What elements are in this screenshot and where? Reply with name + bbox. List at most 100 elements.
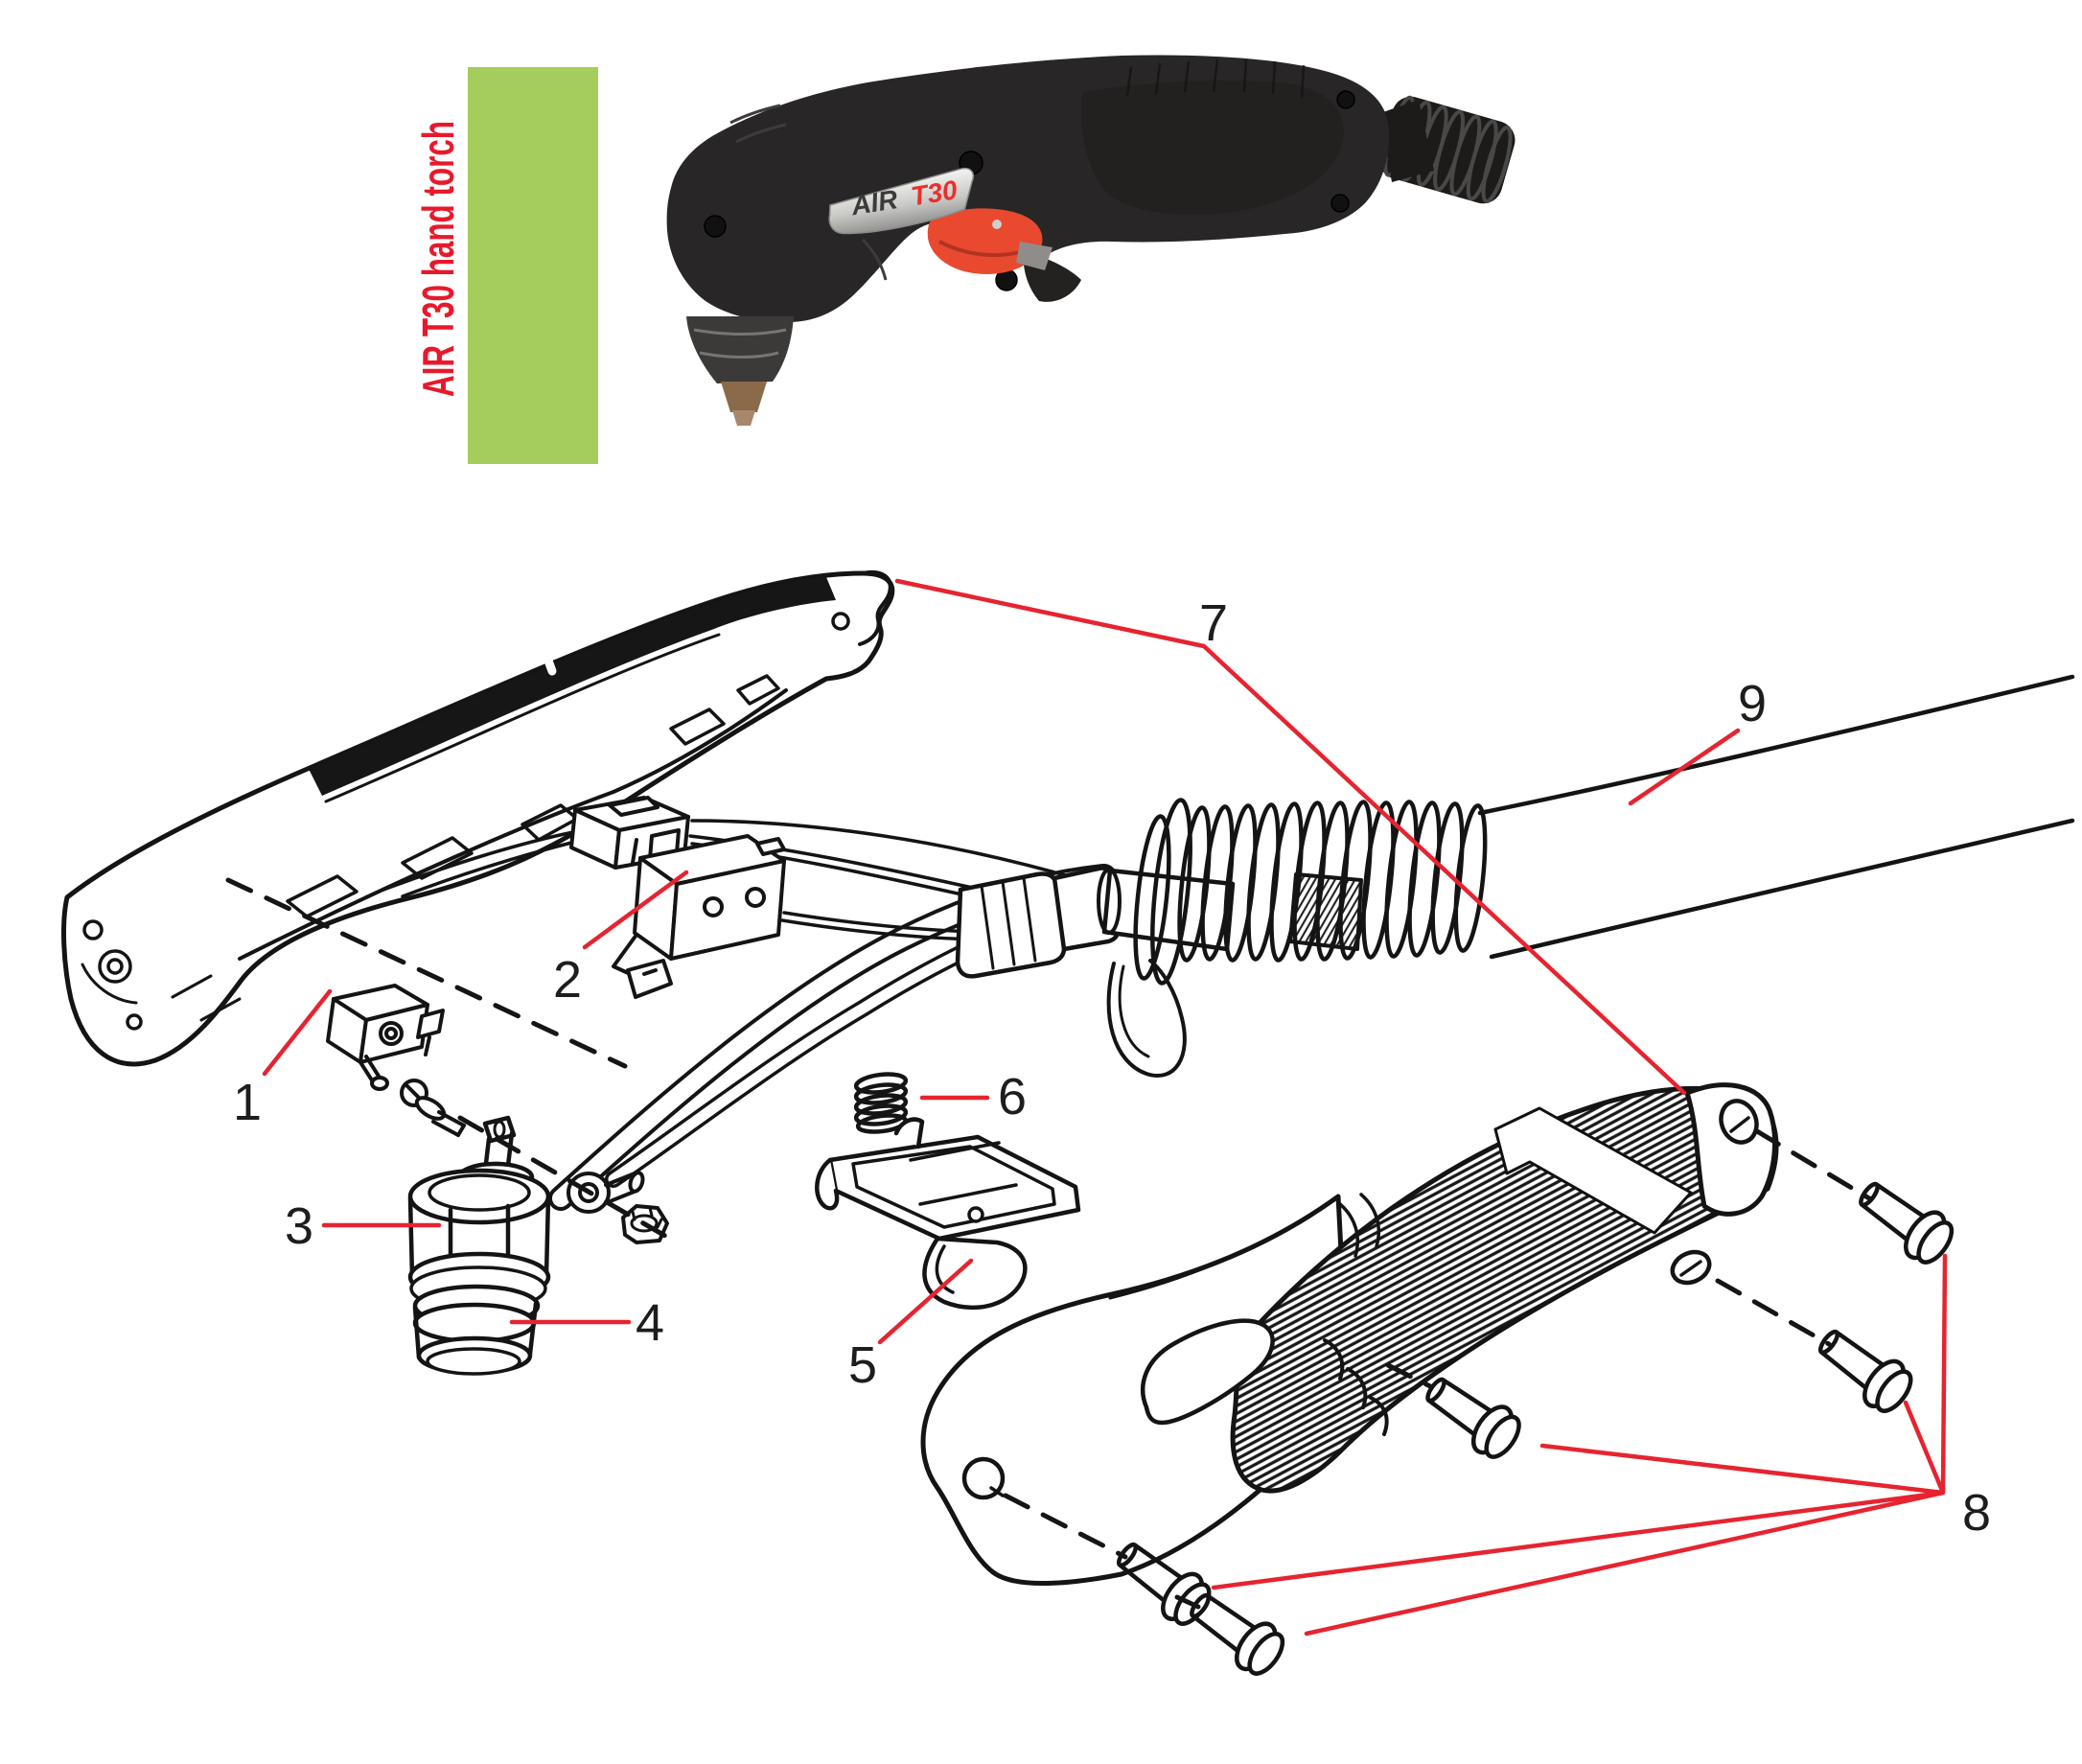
torch-trigger — [927, 208, 1043, 274]
callout-2-label: 2 — [553, 951, 582, 1009]
connector-divider — [631, 838, 638, 865]
trigger-hole — [967, 1206, 984, 1223]
cap-shine — [693, 328, 787, 359]
groove — [1323, 1338, 1345, 1381]
screw-icon — [1336, 90, 1355, 109]
spring-coil — [853, 1093, 909, 1116]
part1-contact-tip — [370, 1076, 389, 1091]
page-title: AIR T30 hand torch — [413, 121, 463, 397]
trigger-slot — [1141, 1318, 1275, 1426]
trigger-metal-insert — [1016, 242, 1053, 270]
screw-head-face — [1484, 1414, 1521, 1459]
leader-2 — [582, 870, 689, 950]
cartridge-body — [412, 1301, 539, 1360]
exploded-diagram: 1 2 3 4 5 6 7 8 9 — [61, 570, 2075, 1676]
wire-loop — [1106, 959, 1187, 1078]
valve-cartridge-part4 — [412, 1284, 541, 1376]
callout-9-label: 9 — [1738, 675, 1767, 732]
upper-shell-half — [61, 570, 895, 1067]
screw-axis-dashed — [1174, 1594, 1201, 1610]
screw-boss — [98, 949, 132, 984]
shell-inner-edge — [324, 633, 721, 803]
spring-flare-ring — [1133, 814, 1171, 981]
spring-ring — [1223, 803, 1258, 963]
cable-boot — [955, 871, 1067, 979]
strip-notch — [532, 624, 557, 676]
screw-8b — [1817, 1329, 1913, 1413]
screw-head-face — [1247, 1632, 1285, 1676]
part1-flange — [416, 1009, 445, 1039]
photo-screws — [704, 90, 1355, 291]
boot-ribs — [980, 876, 1037, 970]
screw-boss — [126, 1013, 143, 1031]
part2-bracket-slot — [642, 968, 658, 976]
leader-7 — [894, 578, 1687, 1096]
shell-nose-hole — [831, 612, 850, 631]
connector-latch — [608, 796, 659, 817]
callout-5-label: 5 — [848, 1336, 877, 1394]
leader-lines — [262, 578, 1948, 1636]
trigger-part5 — [815, 1117, 1081, 1311]
part1-hole-inner — [384, 1027, 398, 1040]
ring-barrel — [604, 1172, 638, 1204]
valve-screw — [400, 1079, 466, 1137]
trigger-pivot-arm — [815, 1157, 840, 1211]
callout-1-label: 1 — [233, 1074, 262, 1131]
screw-boss — [82, 919, 104, 940]
screw-head-face — [1875, 1369, 1913, 1413]
screw-axis-dashed — [1003, 1493, 1128, 1560]
badge: AIR T30 — [828, 167, 975, 235]
screw-shank — [1191, 1593, 1260, 1655]
part2-side — [669, 859, 786, 961]
nose-hole-tick — [1729, 1116, 1750, 1133]
braid-gland — [1288, 872, 1363, 951]
stem-key-hole — [493, 1120, 506, 1139]
micro-switch-part2 — [612, 834, 786, 999]
product-photo: AIR T30 — [666, 55, 1515, 426]
groove — [1369, 1396, 1389, 1436]
screw-shank — [1426, 1378, 1495, 1439]
interior-line — [81, 963, 138, 1005]
torch-electrode — [721, 382, 767, 412]
screw-icon — [1330, 194, 1350, 213]
callout-4-label: 4 — [636, 1294, 664, 1352]
interior-clip — [736, 674, 780, 706]
torch-tip — [732, 410, 755, 426]
interior-rib — [286, 874, 359, 918]
assembly-axes — [225, 877, 1872, 1610]
ridge — [1359, 1193, 1381, 1248]
ridge — [1338, 1202, 1360, 1258]
screw-shank — [431, 1110, 466, 1137]
leader-5 — [877, 1258, 974, 1345]
badge-prefix: AIR — [848, 184, 900, 220]
spring-ring — [1361, 801, 1396, 960]
torch-grip-panel — [1081, 80, 1344, 215]
badge-model: T30 — [909, 174, 960, 211]
saddle-ridges — [1338, 1193, 1381, 1258]
solenoid-valve-part3 — [407, 1115, 551, 1311]
trigger-frame-inner — [851, 1145, 1056, 1229]
photo-cable-neck — [1380, 100, 1434, 182]
washer — [414, 1096, 447, 1121]
callout-labels: 1 2 3 4 5 6 7 8 9 — [233, 594, 1991, 1542]
upper-shell-grip-strip — [309, 577, 836, 796]
leader-1 — [262, 988, 333, 1077]
front-inner-edge — [1108, 1198, 1336, 1300]
axis-dashed-line — [457, 1115, 680, 1245]
leader-8 — [1211, 1253, 1948, 1636]
spring-ring — [1430, 801, 1465, 955]
finger-grooves — [1323, 1338, 1389, 1436]
lower-shell-half — [920, 1082, 1779, 1586]
upper-shell-interior — [81, 674, 788, 1031]
spring-coil — [853, 1072, 909, 1095]
spring-ring — [1246, 802, 1281, 962]
cable-upper-edge — [1477, 674, 2075, 816]
head-ridges — [729, 104, 888, 281]
screw-shank — [1860, 1182, 1929, 1243]
spring-ring — [1384, 800, 1419, 959]
valve-body — [407, 1194, 551, 1286]
spring-coil — [853, 1103, 909, 1126]
groove — [1346, 1367, 1368, 1409]
